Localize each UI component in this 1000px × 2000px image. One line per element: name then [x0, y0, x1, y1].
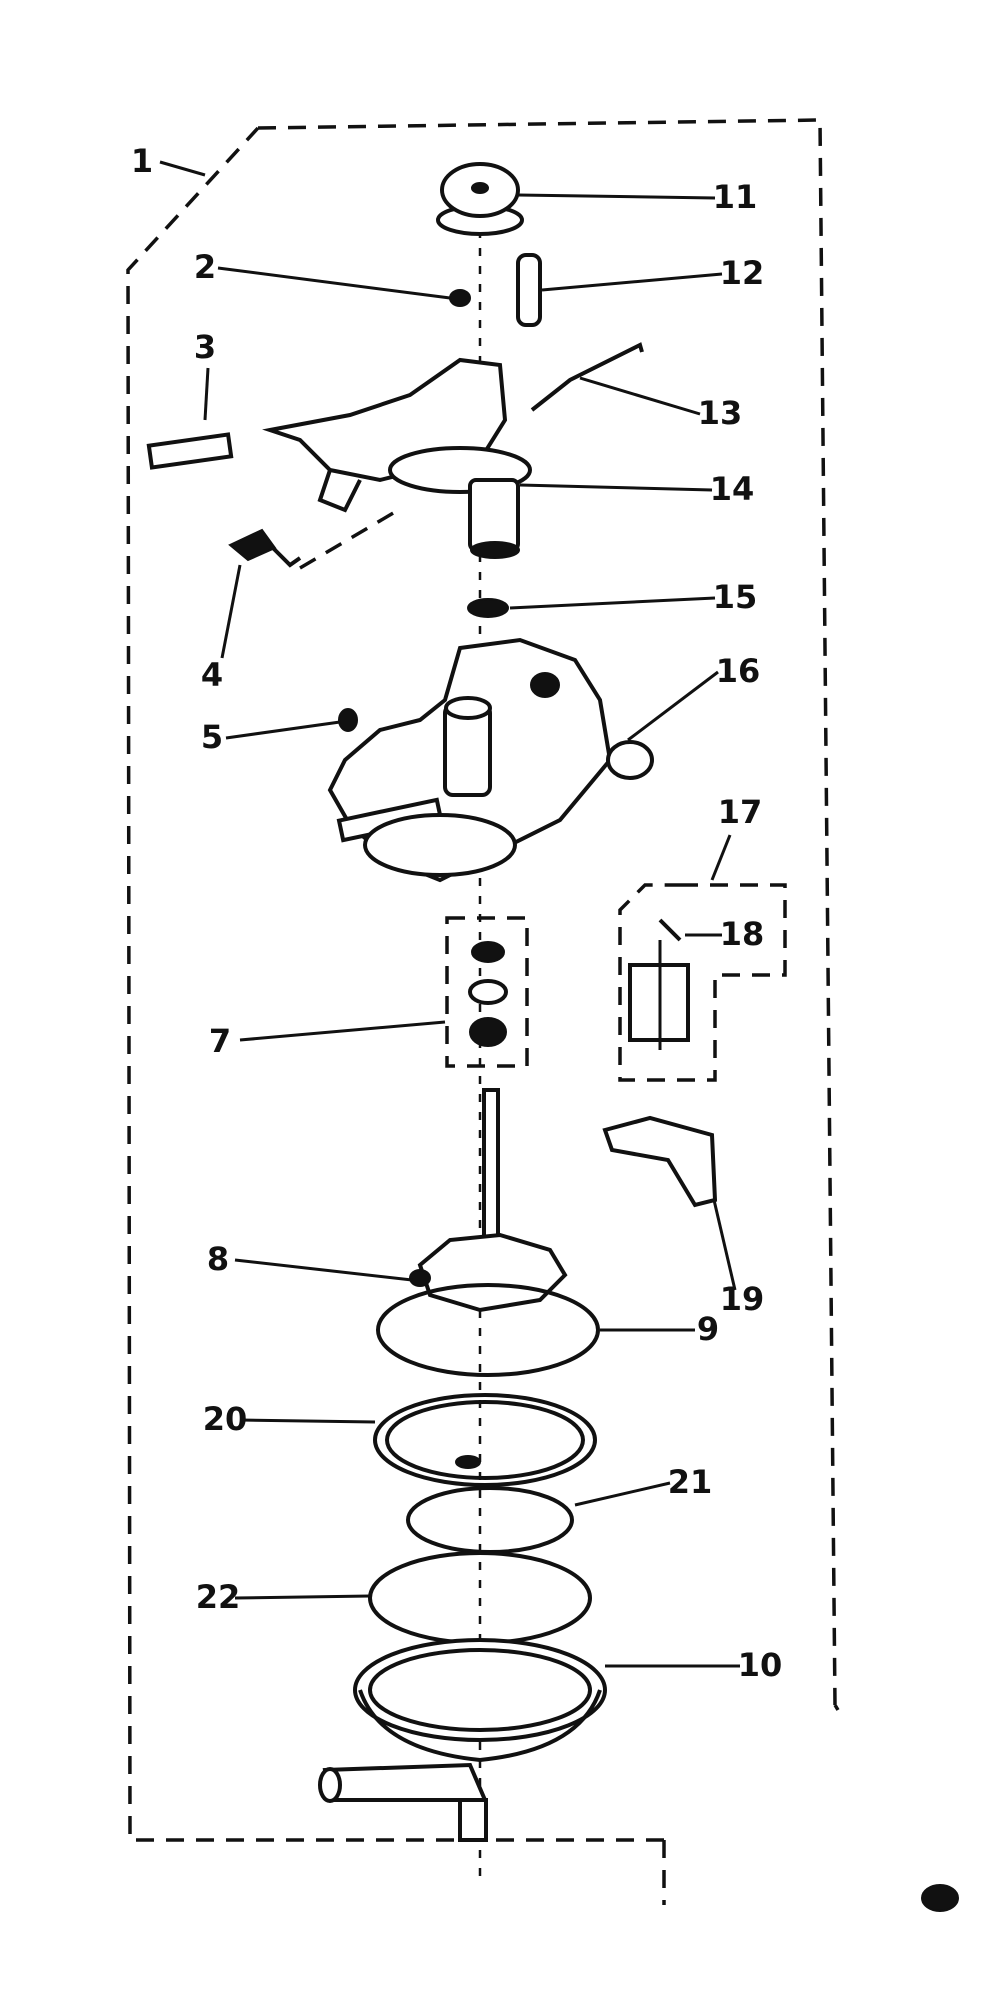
gearcase-housing-part	[327, 637, 654, 883]
callout-14: 14	[710, 470, 755, 508]
callout-20: 20	[203, 1400, 248, 1438]
callout-3: 3	[194, 328, 216, 366]
callout-13: 13	[698, 394, 743, 432]
screw-part	[449, 289, 471, 307]
callout-19: 19	[720, 1280, 765, 1318]
clip-part	[228, 528, 277, 562]
callout-8: 8	[207, 1240, 229, 1278]
switch-group-box	[618, 883, 787, 1082]
washer-part	[467, 598, 509, 618]
pump-base-part	[318, 1638, 607, 1842]
bolt-part	[338, 708, 358, 732]
spring-wire-part	[530, 342, 644, 412]
callout-21: 21	[668, 1463, 713, 1501]
callout-labels: 1 2 3 4 5 7 8 9 10 11 12 13 14 15 16 17 …	[131, 142, 782, 1684]
pulley-part	[436, 162, 524, 236]
rotor-part	[409, 1232, 568, 1313]
lever-assembly-part	[146, 357, 532, 559]
callout-12: 12	[720, 254, 765, 292]
callout-7: 7	[209, 1022, 231, 1060]
switch-part	[628, 918, 690, 1050]
callout-5: 5	[201, 718, 223, 756]
callout-9: 9	[697, 1310, 719, 1348]
callout-16: 16	[716, 652, 761, 690]
leader-lines	[159, 160, 740, 1668]
seal-kit-group-box	[445, 916, 529, 1068]
gasket-part	[373, 1393, 597, 1487]
o-ring-upper-part	[376, 1283, 600, 1377]
key-part	[516, 253, 542, 327]
callout-15: 15	[713, 578, 758, 616]
seal-kit-part	[468, 941, 508, 1047]
ink-blot	[921, 1884, 959, 1912]
impeller-ring-part	[406, 1486, 574, 1554]
callout-17: 17	[718, 793, 763, 831]
callout-2: 2	[194, 248, 216, 286]
callout-10: 10	[738, 1646, 783, 1684]
assembly-boundary	[126, 118, 840, 1842]
callout-11: 11	[713, 178, 758, 216]
callout-4: 4	[201, 656, 223, 694]
cam-part	[602, 1115, 718, 1208]
callout-18: 18	[720, 915, 765, 953]
callout-22: 22	[196, 1578, 241, 1616]
drive-shaft-part	[482, 1088, 500, 1242]
callout-1: 1	[131, 142, 153, 180]
